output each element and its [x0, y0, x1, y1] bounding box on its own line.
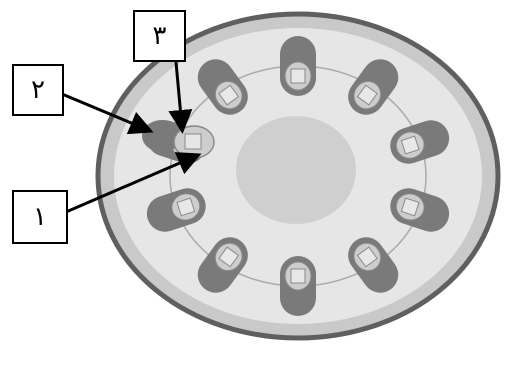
label-1: ١ [12, 190, 68, 244]
vascular-bundle [280, 36, 316, 96]
label-3: ٣ [133, 10, 186, 62]
labelled-bundle-vessel [185, 134, 201, 149]
bundle-vessel [291, 69, 305, 83]
bundle-vessel [291, 269, 305, 283]
label-2: ٢ [12, 64, 64, 116]
pith [236, 116, 356, 224]
vascular-bundle [280, 256, 316, 316]
